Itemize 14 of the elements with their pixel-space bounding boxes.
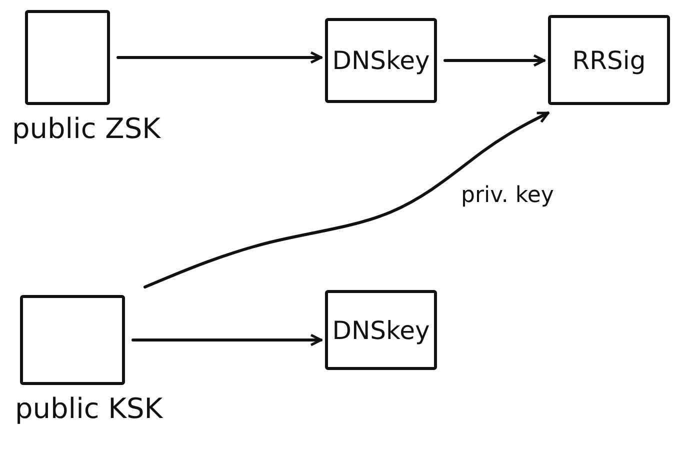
- key-caption: public ZSK: [12, 112, 160, 145]
- node-label: RRSig: [572, 46, 646, 74]
- node-label: DNSkey: [332, 316, 430, 344]
- key-caption: public KSK: [15, 392, 163, 425]
- key-box: [325, 290, 437, 370]
- key-box: [548, 15, 670, 105]
- arrow: [116, 51, 322, 64]
- arrow: [444, 54, 546, 67]
- arrow: [132, 334, 322, 346]
- arrow: [144, 112, 550, 288]
- key-box: [325, 18, 437, 103]
- empty-box: [20, 295, 125, 385]
- empty-box: [25, 10, 110, 105]
- node-label: DNSkey: [332, 46, 430, 75]
